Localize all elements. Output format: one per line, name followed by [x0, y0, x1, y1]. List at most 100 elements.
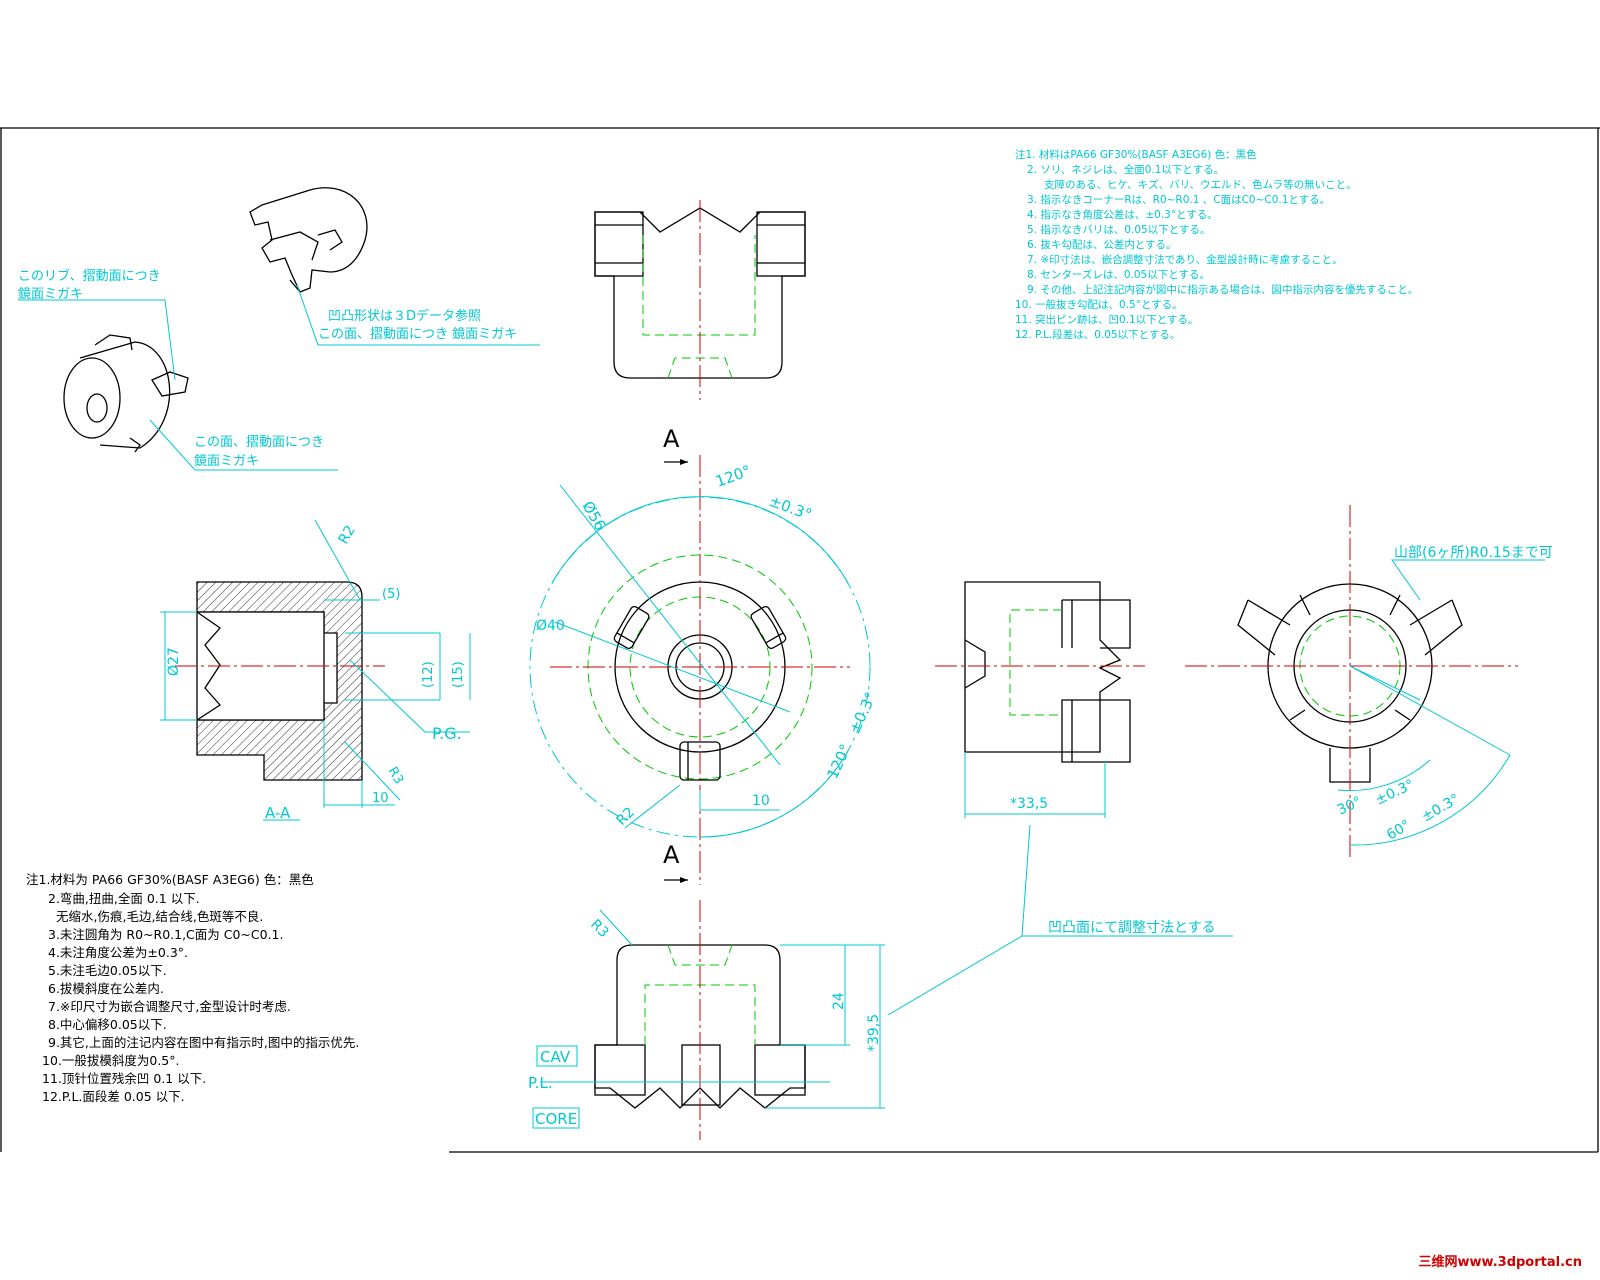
dim-arc-120-top	[551, 496, 849, 584]
iso-top-teeth	[249, 189, 331, 293]
top-view-rib-right	[756, 211, 806, 277]
note-cn-2: 2.弯曲,扭曲,全面 0.1 以下.	[48, 891, 200, 906]
dim-arc-60	[1349, 754, 1511, 846]
note-jp-2b: 支障のある、ヒケ、キズ、バリ、ウエルド、色ムラ等の無いこと。	[1044, 178, 1357, 191]
end-view-tooth-left	[1237, 599, 1291, 656]
isometric-view-left	[18, 299, 338, 471]
top-elevation-view	[594, 200, 806, 400]
section-label-a-top: A	[663, 425, 680, 453]
callout-face-mirror-1: この面、摺動面につき	[194, 435, 324, 450]
iso-left-rib-top	[94, 334, 133, 351]
note-cn-4: 4.未注角度公差为±0.3°.	[48, 945, 188, 960]
dim-twelve: (12)	[421, 661, 436, 688]
note-cn-3: 3.未注圆角为 R0~R0.1,C面为 C0~C0.1.	[48, 927, 284, 942]
dim-tol60: ±0.3°	[1419, 791, 1463, 825]
dim-tol-top: ±0.3°	[767, 492, 814, 524]
callout-rib-mirror-1: このリブ、摺動面につき	[18, 268, 161, 284]
side-view-rib-bottom	[1061, 699, 1131, 763]
iso-left-rib-bottom	[129, 437, 141, 453]
dim-ang120-top: 120°	[713, 461, 753, 490]
dim-ten-main: 10	[752, 793, 770, 809]
dim-ang60: 60°	[1384, 817, 1414, 843]
adjust-leader-b	[1021, 824, 1031, 937]
note-cn-8: 8.中心偏移0.05以下.	[48, 1017, 167, 1032]
iso-top-cylinder	[309, 187, 368, 273]
iso-left-rib-right	[151, 371, 189, 397]
note-jp-12: 12. P.L.段差は、0.05以下とする。	[1015, 328, 1180, 341]
label-section-name: A-A	[265, 804, 291, 822]
section-teeth	[196, 611, 221, 721]
dim-len335: *33,5	[1010, 796, 1048, 812]
note-jp-7: 7. ※印寸法は、嵌合調整寸法であり、金型設計時に考慮すること。	[1027, 253, 1343, 266]
dim-r3-sec: R3	[385, 765, 407, 787]
dim-d40-line	[554, 621, 791, 713]
note-cn-7: 7.※印尺寸为嵌合调整尺寸,金型设计时考虑.	[48, 999, 291, 1014]
dim-tol-bot: ±0.3°	[845, 689, 880, 736]
main-rib-right	[750, 605, 787, 650]
label-core: CORE	[535, 1110, 577, 1128]
dim-five: (5)	[382, 587, 400, 602]
callout-convex-1: 凹凸形状は３Dデータ参照	[328, 308, 481, 324]
note-cn-12: 12.P.L.面段差 0.05 以下.	[42, 1089, 185, 1104]
pg-leader	[349, 659, 470, 733]
top-view-rib-left	[594, 211, 644, 277]
note-jp-8: 8. センターズレは、0.05以下とする。	[1027, 268, 1210, 281]
dim-r2-main-leader	[624, 784, 681, 829]
dim-r3-bot: R3	[587, 917, 611, 941]
note-jp-9: 9. その他、上記注記内容が図中に指示ある場合は、図中指示内容を優先すること。	[1027, 283, 1418, 296]
iso-top-leader	[296, 284, 540, 346]
note-jp-1: 注1. 材料はPA66 GF30%(BASF A3EG6) 色：黒色	[1015, 148, 1257, 161]
top-view-hidden-bore	[642, 235, 756, 336]
side-view-outline	[964, 581, 1122, 753]
side-view-bore-chamfer	[964, 639, 986, 689]
isometric-view-top	[249, 187, 540, 346]
dim-arc-120-bot	[699, 750, 849, 838]
japanese-notes: 注1. 材料はPA66 GF30%(BASF A3EG6) 色：黒色 2. ソリ…	[1015, 148, 1418, 341]
dim-r3-bot-leader	[599, 909, 633, 946]
note-jp-3: 3. 指示なきコーナーRは、R0~R0.1 、C面はC0~C0.1とする。	[1027, 193, 1330, 206]
dim-r3-sec-leader	[344, 741, 401, 801]
note-jp-11: 11. 突出ピン跡は、凹0.1以下とする。	[1015, 313, 1198, 326]
dim-10-main-line	[699, 790, 780, 811]
callout-peak-r: 山部(6ヶ所)R0.15まで可	[1394, 545, 1553, 561]
chinese-notes: 注1.材料为 PA66 GF30%(BASF A3EG6) 色：黑色 2.弯曲,…	[26, 872, 359, 1104]
iso-left-leader-1	[18, 299, 176, 381]
adjust-leader-a	[887, 935, 1233, 1016]
note-jp-6: 6. 抜キ勾配は、公差内とする。	[1027, 238, 1177, 251]
bottom-view-rib-center	[681, 1044, 721, 1106]
iso-left-bore	[86, 393, 108, 423]
end-view	[1185, 505, 1545, 858]
note-cn-2b: 无缩水,伤痕,毛边,结合线,色斑等不良.	[56, 909, 263, 924]
dim-h395: *39,5	[866, 1014, 882, 1052]
dim-d27: Ø27	[166, 647, 182, 676]
side-view-rib-top	[1061, 599, 1131, 649]
note-cn-9: 9.其它,上面的注记内容在图中有指示时,图中的指示优先.	[48, 1035, 359, 1050]
side-view-hidden	[1009, 609, 1062, 716]
callout-rib-mirror-2: 鏡面ミガキ	[18, 287, 83, 302]
main-pcd-circle	[529, 496, 871, 838]
bottom-view-hidden-chamfer	[667, 944, 733, 966]
end-view-tooth-right	[1409, 599, 1463, 656]
bottom-elevation-view	[532, 824, 1233, 1140]
dim-d56: Ø56	[579, 498, 610, 534]
iso-left-leader-2	[149, 419, 338, 471]
bottom-view-rib-left	[594, 1044, 646, 1096]
note-jp-5: 5. 指示なきバリは、0.05以下とする。	[1027, 223, 1210, 236]
dim-ang30: 30°	[1335, 794, 1364, 819]
note-cn-10: 10.一般拔模斜度为0.5°.	[42, 1053, 179, 1068]
dim-r2-sec: R2	[336, 523, 359, 547]
iso-top-teeth-inner	[269, 231, 319, 261]
note-cn-1: 注1.材料为 PA66 GF30%(BASF A3EG6) 色：黑色	[26, 872, 314, 887]
end-view-ray-30	[1349, 665, 1421, 701]
callout-face-mirror-2: 鏡面ミガキ	[194, 454, 259, 469]
end-view-ray-60	[1349, 665, 1511, 756]
note-jp-2: 2. ソリ、ネジレは、全面0.1以下とする。	[1027, 163, 1224, 176]
note-cn-6: 6.拔模斜度在公差内.	[48, 981, 164, 996]
main-rib-left	[613, 605, 650, 650]
label-cav: CAV	[540, 1048, 571, 1066]
bottom-view-outline	[594, 944, 806, 1109]
dim-ang120-bot: 120°	[823, 741, 855, 781]
dim-fifteen: (15)	[451, 661, 466, 688]
callout-convex-2: この面、摺動面につき 鏡面ミガキ	[318, 327, 517, 342]
